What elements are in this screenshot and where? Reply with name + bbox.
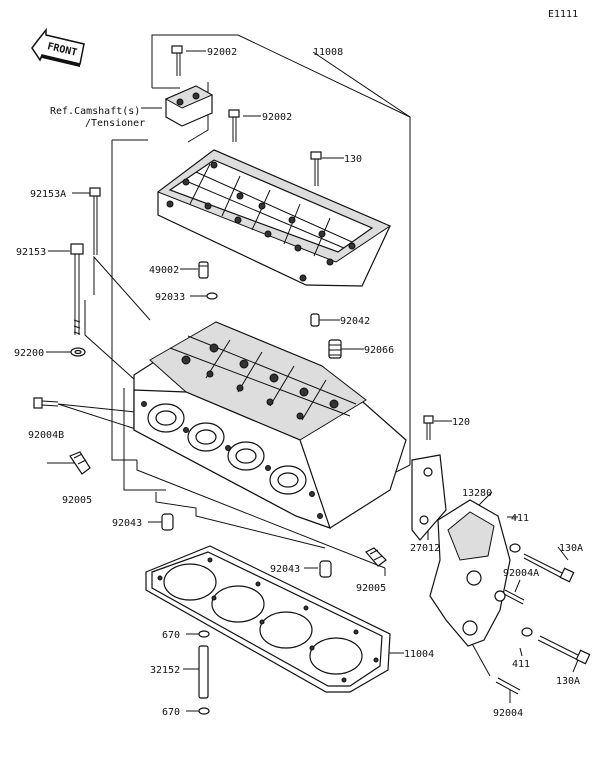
- oring-670-top: [198, 630, 210, 638]
- front-arrow-icon: FRONT: [31, 27, 85, 67]
- bolt-130A-top: [523, 553, 575, 583]
- clip-92033: [206, 292, 218, 300]
- washer-411-bottom: [521, 627, 533, 637]
- label-92004: 92004: [493, 708, 523, 719]
- oring-670-bottom: [198, 707, 210, 715]
- pipe-32152: [198, 645, 209, 699]
- label-92153: 92153: [16, 247, 46, 258]
- stud-92004B: [33, 397, 59, 409]
- combustion-chambers: [147, 403, 307, 495]
- dowel-92043-left: [161, 513, 174, 531]
- head-cover: [156, 149, 392, 287]
- label-92066: 92066: [364, 345, 394, 356]
- diagram-code: E1111: [548, 9, 578, 20]
- washer-92200: [70, 347, 86, 357]
- washer-411-top: [509, 543, 521, 553]
- ref-note-line2: /Tensioner: [85, 118, 145, 129]
- label-92043-mid: 92043: [270, 564, 300, 575]
- label-92033: 92033: [155, 292, 185, 303]
- label-92042: 92042: [340, 316, 370, 327]
- bolt-120: [423, 415, 434, 440]
- fitting-92066: [328, 339, 342, 359]
- label-27012: 27012: [410, 543, 440, 554]
- label-92002-top: 92002: [207, 47, 237, 58]
- label-92005-right: 92005: [356, 583, 386, 594]
- label-411-bottom: 411: [512, 659, 530, 670]
- cylinder-head: [133, 321, 407, 529]
- bracket-27012: [411, 454, 447, 541]
- fitting-92005-right: [365, 547, 387, 567]
- label-130: 130: [344, 154, 362, 165]
- label-92004A: 92004A: [503, 568, 539, 579]
- fitting-92005-left: [69, 451, 91, 475]
- plug-49002: [198, 261, 209, 279]
- label-49002: 49002: [149, 265, 179, 276]
- head-gasket: [145, 545, 391, 693]
- bolt-92002-top: [171, 45, 183, 76]
- label-411-top: 411: [511, 513, 529, 524]
- stud-92004A: [503, 589, 525, 605]
- label-92043-left: 92043: [112, 518, 142, 529]
- bolt-130A-bottom: [537, 635, 591, 665]
- label-13280: 13280: [462, 488, 492, 499]
- dowel-92042: [310, 313, 320, 327]
- camshaft-bracket: [164, 85, 214, 127]
- stud-92004: [495, 677, 521, 695]
- label-32152: 32152: [150, 665, 180, 676]
- label-92005-left: 92005: [62, 495, 92, 506]
- label-670-top: 670: [162, 630, 180, 641]
- bolt-92002-mid: [228, 109, 240, 142]
- label-92004B: 92004B: [28, 430, 64, 441]
- label-130A-bottom: 130A: [556, 676, 580, 687]
- label-92200: 92200: [14, 348, 44, 359]
- engine-mount-13280: [429, 499, 511, 647]
- label-92002-mid: 92002: [262, 112, 292, 123]
- label-670-bottom: 670: [162, 707, 180, 718]
- dowel-92043-mid: [319, 560, 332, 578]
- part-labels: 92002 11008 92002 130 92153A 92153 49002…: [14, 47, 583, 719]
- label-11008: 11008: [313, 47, 343, 58]
- label-11004: 11004: [404, 649, 434, 660]
- label-92153A: 92153A: [30, 189, 66, 200]
- bolt-130: [310, 151, 322, 186]
- stud-92153A: [89, 187, 101, 255]
- label-120: 120: [452, 417, 470, 428]
- ref-note-line1: Ref.Camshaft(s): [50, 106, 140, 117]
- label-130A-top: 130A: [559, 543, 583, 554]
- stud-92153: [70, 243, 84, 335]
